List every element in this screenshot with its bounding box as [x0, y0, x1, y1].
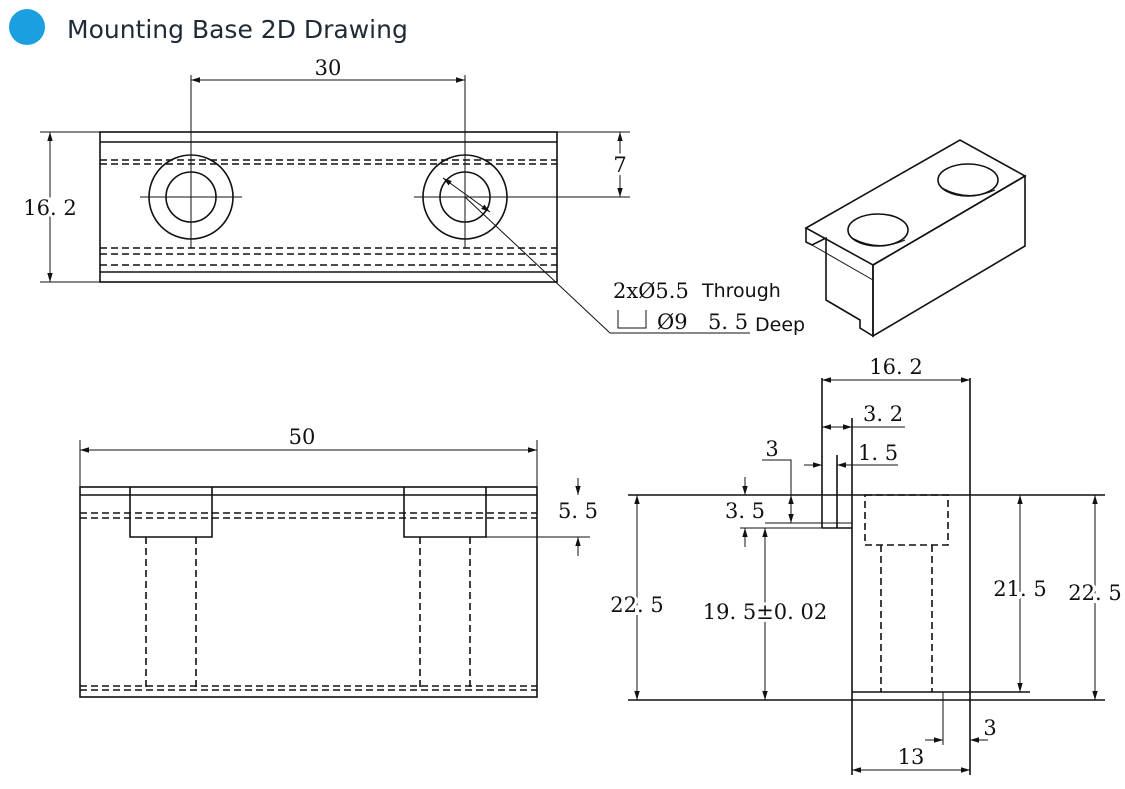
- dim-22-5-left: 22. 5: [610, 593, 663, 617]
- dim-3-5: 3. 5: [725, 499, 765, 523]
- front-view: 50 5. 5: [79, 425, 598, 698]
- callout-deep-label: Deep: [755, 314, 805, 336]
- dim-19-5: 19. 5±0. 02: [703, 600, 827, 624]
- page-title: Mounting Base 2D Drawing: [67, 15, 408, 44]
- callout-through-label: Through: [701, 280, 781, 302]
- dim-50: 50: [289, 425, 316, 449]
- top-view: 30 16. 2 7: [20, 56, 750, 334]
- dim-5-5: 5. 5: [558, 499, 598, 523]
- dim-3-bottom: 3: [983, 716, 996, 740]
- callout-counterbore-dia: Ø9: [657, 310, 688, 334]
- dim-30: 30: [315, 56, 342, 80]
- title-bullet-icon: [9, 9, 45, 45]
- isometric-view: [804, 139, 1027, 338]
- dim-1-5: 1. 5: [858, 441, 898, 465]
- dim-16-2: 16. 2: [23, 196, 76, 220]
- side-view: 16. 2 3. 2 1. 5 3 3. 5 22. 5 19. 5±0. 02…: [607, 355, 1125, 775]
- dim-7: 7: [613, 153, 626, 177]
- dim-21-5: 21. 5: [993, 577, 1046, 601]
- dim-3-top: 3: [765, 437, 778, 461]
- dim-3-2: 3. 2: [863, 402, 903, 426]
- hole-right: [414, 75, 630, 248]
- dim-13: 13: [898, 745, 925, 769]
- counterbore-symbol-icon: [617, 310, 647, 329]
- dim-22-5-right: 22. 5: [1068, 581, 1121, 605]
- callout-depth: 5. 5: [708, 310, 748, 334]
- callout-through-size: 2xØ5.5: [613, 279, 689, 303]
- hole-callout: 2xØ5.5 Through Ø9 5. 5 Deep: [613, 279, 805, 336]
- hole-left: [140, 75, 242, 248]
- dim-side-16-2: 16. 2: [869, 355, 922, 379]
